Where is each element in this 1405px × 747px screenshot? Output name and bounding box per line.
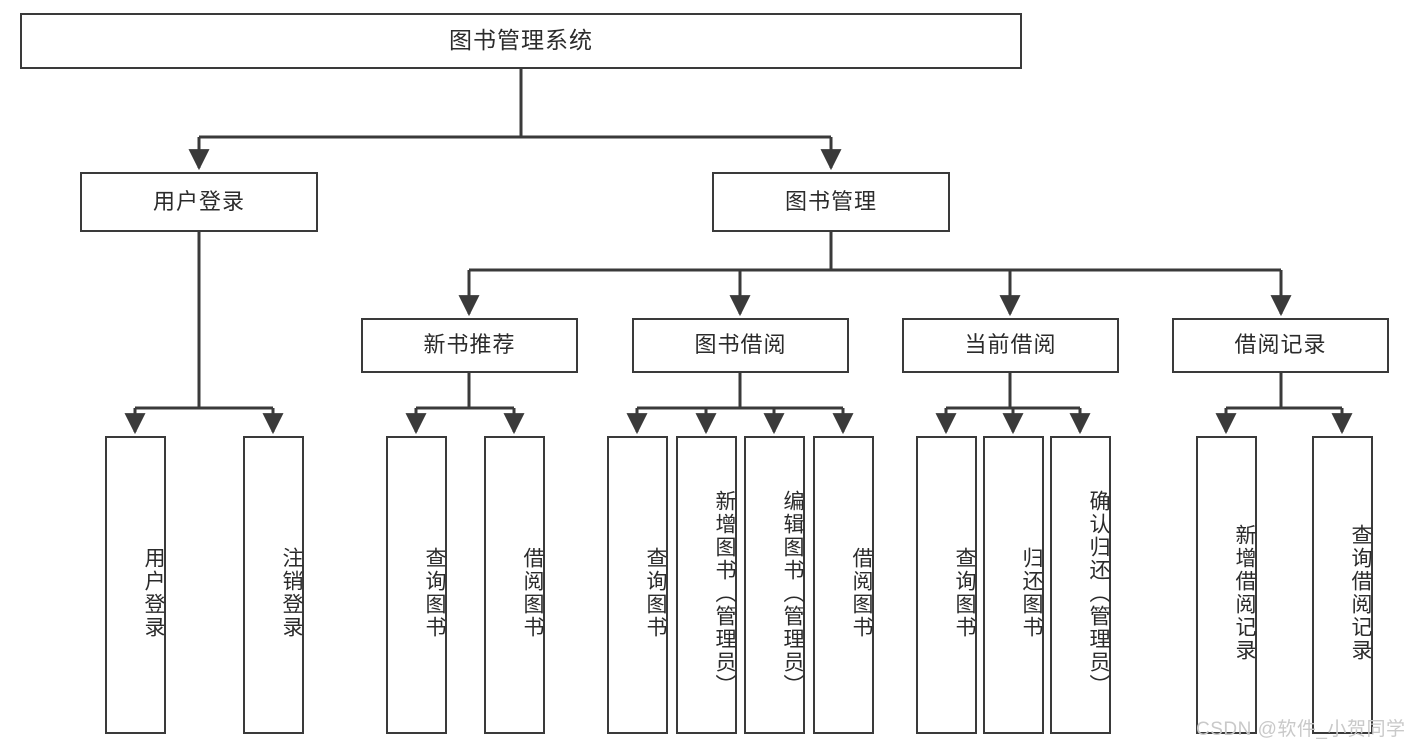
node-leaf-borrow-book-2-label: 借阅图书 bbox=[850, 547, 873, 639]
node-root-label: 图书管理系统 bbox=[449, 27, 593, 54]
node-user-login[interactable]: 用户登录 bbox=[80, 172, 318, 232]
node-user-login-label: 用户登录 bbox=[152, 188, 245, 214]
node-leaf-confirm-return[interactable]: 确认归还（管理员） bbox=[1050, 436, 1111, 734]
node-leaf-edit-book-label: 编辑图书（管理员） bbox=[781, 489, 804, 697]
node-leaf-edit-book[interactable]: 编辑图书（管理员） bbox=[744, 436, 805, 734]
node-leaf-return-book[interactable]: 归还图书 bbox=[983, 436, 1044, 734]
node-borrow-record[interactable]: 借阅记录 bbox=[1172, 318, 1389, 373]
node-leaf-confirm-return-label: 确认归还（管理员） bbox=[1087, 489, 1110, 697]
node-leaf-add-book[interactable]: 新增图书（管理员） bbox=[676, 436, 737, 734]
node-leaf-query-book-3-label: 查询图书 bbox=[953, 547, 976, 639]
node-leaf-add-record[interactable]: 新增借阅记录 bbox=[1196, 436, 1257, 734]
node-current-borrow-label: 当前借阅 bbox=[964, 332, 1057, 358]
node-leaf-query-record[interactable]: 查询借阅记录 bbox=[1312, 436, 1373, 734]
node-leaf-add-record-label: 新增借阅记录 bbox=[1233, 524, 1256, 662]
csdn-watermark: CSDN @软件_小贺同学 bbox=[1196, 719, 1405, 740]
node-leaf-user-login[interactable]: 用户登录 bbox=[105, 436, 166, 734]
node-leaf-query-book-2[interactable]: 查询图书 bbox=[607, 436, 668, 734]
node-new-book-rec[interactable]: 新书推荐 bbox=[361, 318, 578, 373]
node-leaf-query-record-label: 查询借阅记录 bbox=[1349, 524, 1372, 662]
node-current-borrow[interactable]: 当前借阅 bbox=[902, 318, 1119, 373]
node-leaf-borrow-book-1-label: 借阅图书 bbox=[521, 547, 544, 639]
node-leaf-return-book-label: 归还图书 bbox=[1020, 547, 1043, 639]
node-leaf-query-book-2-label: 查询图书 bbox=[644, 547, 667, 639]
node-book-manage-label: 图书管理 bbox=[784, 188, 877, 214]
node-leaf-user-login-label: 用户登录 bbox=[142, 547, 165, 639]
node-new-book-rec-label: 新书推荐 bbox=[423, 332, 516, 358]
node-book-manage[interactable]: 图书管理 bbox=[712, 172, 950, 232]
node-borrow-record-label: 借阅记录 bbox=[1234, 332, 1327, 358]
node-leaf-borrow-book-1[interactable]: 借阅图书 bbox=[484, 436, 545, 734]
node-leaf-logout-label: 注销登录 bbox=[280, 547, 303, 639]
node-leaf-query-book-3[interactable]: 查询图书 bbox=[916, 436, 977, 734]
node-book-borrow[interactable]: 图书借阅 bbox=[632, 318, 849, 373]
node-leaf-logout[interactable]: 注销登录 bbox=[243, 436, 304, 734]
node-root[interactable]: 图书管理系统 bbox=[20, 13, 1022, 69]
node-leaf-add-book-label: 新增图书（管理员） bbox=[713, 489, 736, 697]
node-leaf-query-book-1-label: 查询图书 bbox=[423, 547, 446, 639]
node-leaf-borrow-book-2[interactable]: 借阅图书 bbox=[813, 436, 874, 734]
node-leaf-query-book-1[interactable]: 查询图书 bbox=[386, 436, 447, 734]
node-book-borrow-label: 图书借阅 bbox=[694, 332, 787, 358]
